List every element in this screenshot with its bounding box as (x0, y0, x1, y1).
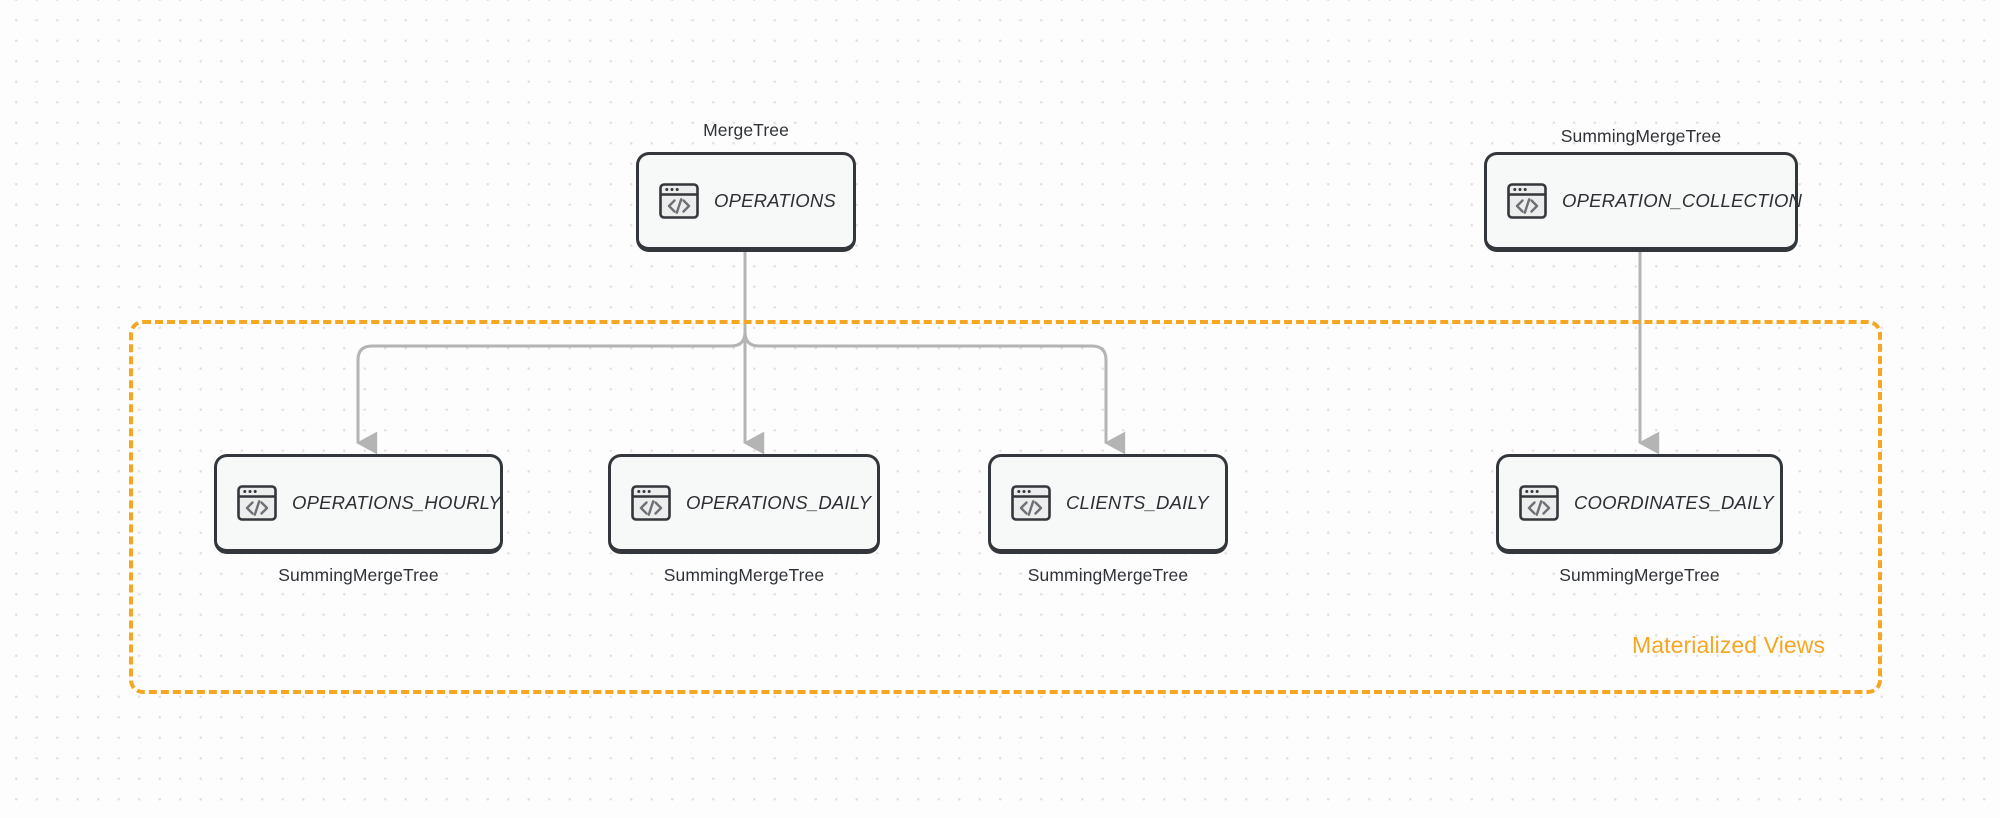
node-operation-collection[interactable]: OPERATION_COLLECTION (1484, 152, 1802, 252)
engine-caption-operations: MergeTree (703, 120, 789, 140)
engine-caption-operations-daily: SummingMergeTree (663, 565, 825, 585)
code-window-icon (628, 480, 674, 526)
engine-caption-clients-daily: SummingMergeTree (1027, 565, 1189, 585)
code-window-icon (656, 178, 702, 224)
node-coordinates-daily[interactable]: COORDINATES_DAILY (1496, 454, 1783, 554)
node-operations-hourly[interactable]: OPERATIONS_HOURLY (214, 454, 503, 554)
code-window-icon (1504, 178, 1550, 224)
node-label: OPERATIONS_DAILY (686, 492, 872, 513)
node-operations[interactable]: OPERATIONS (636, 152, 856, 252)
node-operations-daily[interactable]: OPERATIONS_DAILY (608, 454, 880, 554)
code-window-icon (234, 480, 280, 526)
node-label: CLIENTS_DAILY (1066, 492, 1209, 513)
node-clients-daily[interactable]: CLIENTS_DAILY (988, 454, 1228, 554)
node-label: OPERATIONS_HOURLY (292, 492, 502, 513)
engine-caption-operation-collection: SummingMergeTree (1560, 126, 1722, 146)
node-label: OPERATION_COLLECTION (1562, 190, 1803, 211)
node-label: COORDINATES_DAILY (1574, 492, 1774, 513)
materialized-views-label: Materialized Views (1632, 632, 1826, 658)
materialized-views-group (129, 320, 1882, 694)
engine-caption-operations-hourly: SummingMergeTree (278, 565, 439, 585)
engine-caption-coordinates-daily: SummingMergeTree (1559, 565, 1720, 585)
code-window-icon (1008, 480, 1054, 526)
node-label: OPERATIONS (714, 190, 836, 211)
code-window-icon (1516, 480, 1562, 526)
